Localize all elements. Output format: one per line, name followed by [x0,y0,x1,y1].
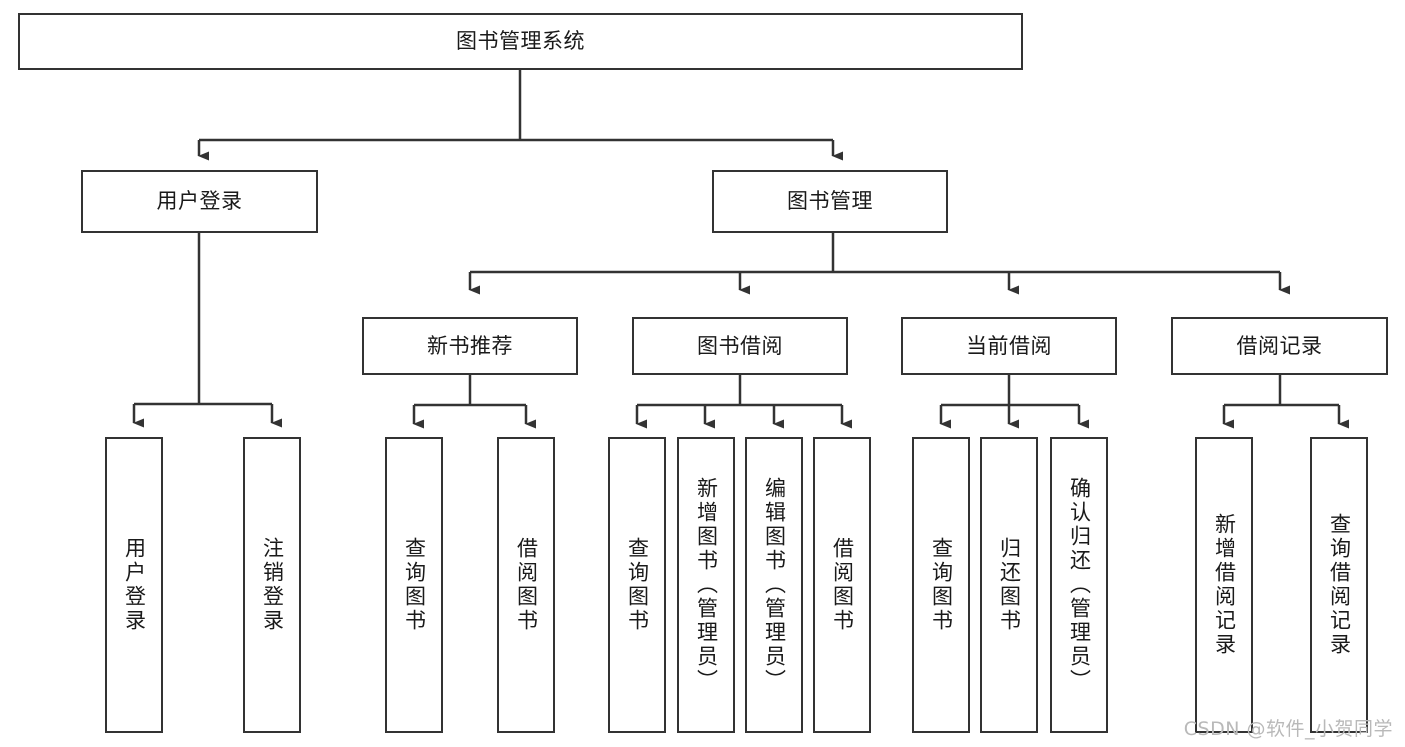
node-current-borrow[interactable]: 当前借阅 [901,317,1117,375]
node-label-leaf-query-books-current: 查询图书 [929,537,954,633]
node-new-book-recommend[interactable]: 新书推荐 [362,317,578,375]
node-label-leaf-return-books: 归还图书 [997,537,1022,633]
node-label-new-book-recommend: 新书推荐 [427,333,513,358]
node-leaf-return-books[interactable]: 归还图书 [980,437,1038,733]
node-label-leaf-borrow-books-newbook: 借阅图书 [514,537,539,633]
node-leaf-add-book-admin[interactable]: 新增图书（管理员） [677,437,735,733]
node-label-user-login: 用户登录 [156,189,243,214]
node-leaf-user-login[interactable]: 用户登录 [105,437,163,733]
node-label-leaf-user-login: 用户登录 [122,537,147,633]
node-leaf-confirm-return-admin[interactable]: 确认归还（管理员） [1050,437,1108,733]
node-root-system[interactable]: 图书管理系统 [18,13,1023,70]
node-label-leaf-confirm-return-admin: 确认归还（管理员） [1067,477,1092,693]
node-label-leaf-query-books-newbook: 查询图书 [402,537,427,633]
node-book-borrow[interactable]: 图书借阅 [632,317,848,375]
node-label-leaf-borrow-books-borrow: 借阅图书 [830,537,855,633]
node-label-borrow-record: 借阅记录 [1236,333,1323,358]
node-book-management[interactable]: 图书管理 [712,170,948,233]
node-label-leaf-edit-book-admin: 编辑图书（管理员） [762,477,787,693]
csdn-watermark: CSDN @软件_小贺同学 [1183,718,1393,740]
node-leaf-edit-book-admin[interactable]: 编辑图书（管理员） [745,437,803,733]
node-label-leaf-query-borrow-record: 查询借阅记录 [1327,513,1352,657]
node-user-login[interactable]: 用户登录 [81,170,318,233]
node-label-book-borrow: 图书借阅 [697,333,783,358]
node-label-book-management: 图书管理 [787,189,873,214]
node-borrow-record[interactable]: 借阅记录 [1171,317,1388,375]
node-leaf-query-borrow-record[interactable]: 查询借阅记录 [1310,437,1368,733]
node-leaf-query-books-borrow[interactable]: 查询图书 [608,437,666,733]
node-leaf-borrow-books-borrow[interactable]: 借阅图书 [813,437,871,733]
node-label-leaf-query-books-borrow: 查询图书 [625,537,650,633]
node-leaf-borrow-books-newbook[interactable]: 借阅图书 [497,437,555,733]
node-leaf-query-books-current[interactable]: 查询图书 [912,437,970,733]
node-leaf-query-books-newbook[interactable]: 查询图书 [385,437,443,733]
node-label-leaf-add-borrow-record: 新增借阅记录 [1212,513,1237,657]
node-label-root: 图书管理系统 [456,29,585,54]
node-label-leaf-logout: 注销登录 [260,537,285,633]
node-label-current-borrow: 当前借阅 [966,333,1052,358]
node-leaf-logout[interactable]: 注销登录 [243,437,301,733]
node-leaf-add-borrow-record[interactable]: 新增借阅记录 [1195,437,1253,733]
node-label-leaf-add-book-admin: 新增图书（管理员） [694,477,719,693]
